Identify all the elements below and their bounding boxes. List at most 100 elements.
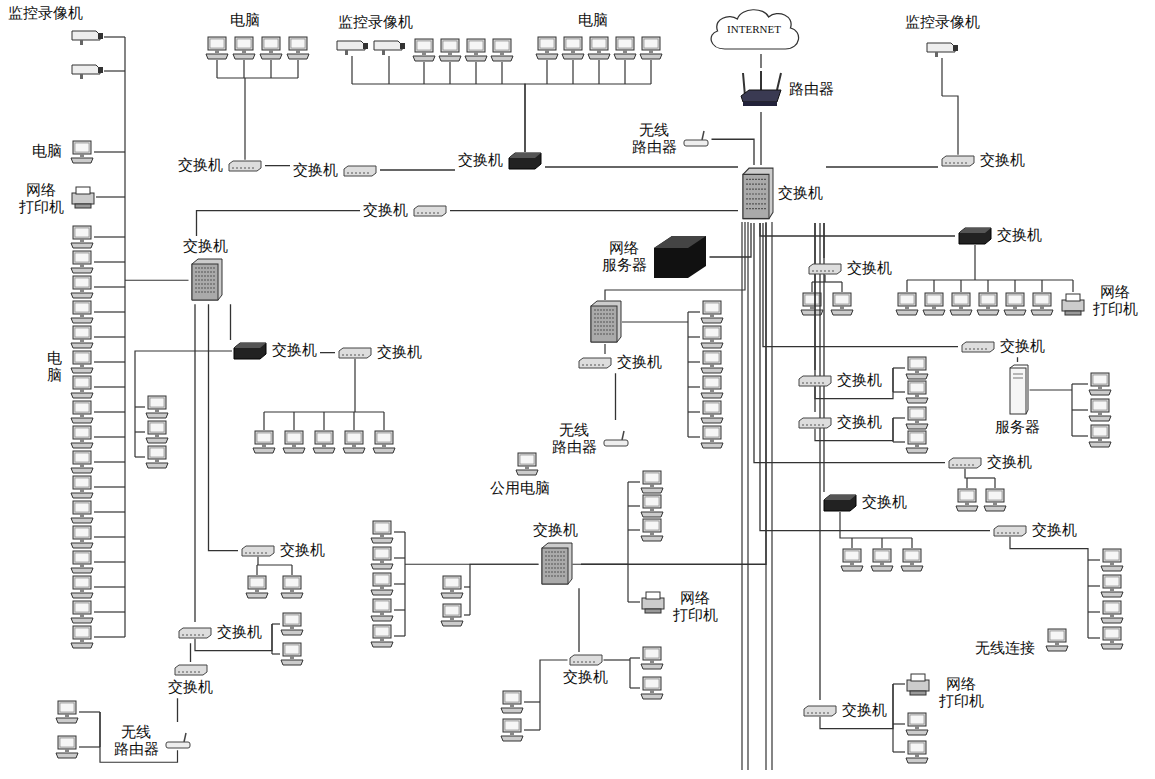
pc-icon — [923, 293, 945, 315]
network-cable — [525, 84, 547, 152]
pc-icon — [71, 276, 93, 298]
network-cable — [464, 586, 470, 587]
pc-icon — [233, 37, 255, 59]
pc-icon — [71, 141, 93, 163]
node-label: INTERNET — [726, 23, 782, 36]
pc-icon — [501, 691, 523, 713]
network-cable — [450, 210, 738, 211]
network-cable — [760, 223, 990, 531]
network-cable — [394, 609, 405, 610]
pc-icon — [906, 713, 928, 735]
network-cable — [293, 412, 294, 430]
network-cable — [94, 311, 125, 312]
network-cable — [615, 373, 616, 420]
network-cable — [1088, 585, 1100, 586]
network-cable — [79, 711, 100, 712]
device-node: 交换机 — [360, 200, 450, 221]
network-cable — [1030, 389, 1073, 390]
node-label: 交换机 — [777, 185, 824, 202]
device-caption: 监控录像机 — [8, 5, 83, 22]
srv2-icon — [1006, 364, 1030, 416]
node-label: 无线 路由器 — [550, 422, 599, 457]
pc-icon — [701, 351, 723, 373]
pc-icon — [281, 613, 303, 635]
pc-icon — [701, 376, 723, 398]
network-cable — [320, 352, 335, 353]
device-node: 交换机 — [560, 652, 611, 688]
network-cable — [190, 643, 191, 662]
pc-icon — [871, 549, 893, 571]
network-cable — [291, 565, 292, 575]
sw-icon — [177, 627, 213, 639]
network-cable — [960, 280, 961, 292]
network-cable — [323, 412, 324, 430]
network-cable — [265, 165, 290, 166]
pc-icon — [641, 647, 663, 669]
network-cable — [272, 653, 280, 654]
network-cable — [469, 587, 470, 615]
device-caption: 网络 打印机 — [1092, 284, 1139, 319]
pc-icon — [701, 301, 723, 323]
sw-icon — [940, 155, 976, 167]
network-cable — [628, 481, 640, 482]
device-node: 交换机 — [938, 150, 1028, 171]
network-cable — [1071, 384, 1072, 436]
network-cable — [404, 532, 405, 636]
big-icon — [539, 542, 573, 586]
pc-icon — [441, 576, 463, 598]
device-node: 交换机 — [175, 155, 265, 176]
network-cable — [257, 564, 292, 565]
pc-icon — [71, 476, 93, 498]
network-cable — [135, 456, 145, 457]
node-label: 网络 服务器 — [600, 240, 649, 275]
pc-icon — [906, 431, 928, 453]
node-label: 交换机 — [167, 679, 214, 696]
device-node: 交换机 — [795, 412, 885, 433]
prn-icon — [72, 187, 94, 208]
network-cable — [94, 561, 125, 562]
pc-icon — [71, 251, 93, 273]
pc-icon — [441, 604, 463, 626]
pc-icon — [1101, 627, 1123, 649]
network-cable — [94, 461, 125, 462]
pc-icon — [906, 357, 928, 379]
pc-icon — [281, 576, 303, 598]
pc-icon — [71, 526, 93, 548]
network-cable — [545, 166, 738, 167]
pc-icon — [287, 37, 309, 59]
pc-icon — [71, 401, 93, 423]
node-label: 路由器 — [788, 81, 835, 98]
sw-icon — [797, 375, 833, 387]
pc-icon — [56, 736, 78, 758]
pc-icon — [71, 451, 93, 473]
network-cable — [94, 236, 125, 237]
swd-icon — [822, 494, 858, 512]
network-cable — [272, 623, 280, 624]
network-cable — [893, 683, 905, 684]
sw-icon — [797, 417, 833, 429]
network-cable — [217, 77, 298, 78]
node-label: 交换机 — [861, 494, 908, 511]
pc-icon — [701, 401, 723, 423]
network-cable — [942, 96, 958, 155]
node-label: 交换机 — [177, 157, 224, 174]
network-cable — [840, 512, 852, 538]
cam-icon — [72, 65, 103, 79]
network-cable — [893, 417, 905, 418]
network-cable — [1072, 383, 1088, 384]
cam-icon — [927, 43, 958, 57]
network-cable — [598, 60, 599, 84]
pc-icon — [371, 625, 393, 647]
device-node: 无线 路由器 — [548, 420, 632, 459]
network-cable — [394, 583, 405, 584]
network-cable — [578, 588, 579, 652]
pc-icon — [641, 471, 663, 493]
network-cable — [264, 411, 384, 412]
pc-icon — [71, 226, 93, 248]
device-node: 交换机 — [530, 520, 581, 588]
pc-icon — [1101, 601, 1123, 623]
network-cable — [475, 62, 476, 84]
sw-icon — [802, 705, 838, 717]
big-icon — [591, 301, 621, 342]
network-cable — [1072, 435, 1088, 436]
